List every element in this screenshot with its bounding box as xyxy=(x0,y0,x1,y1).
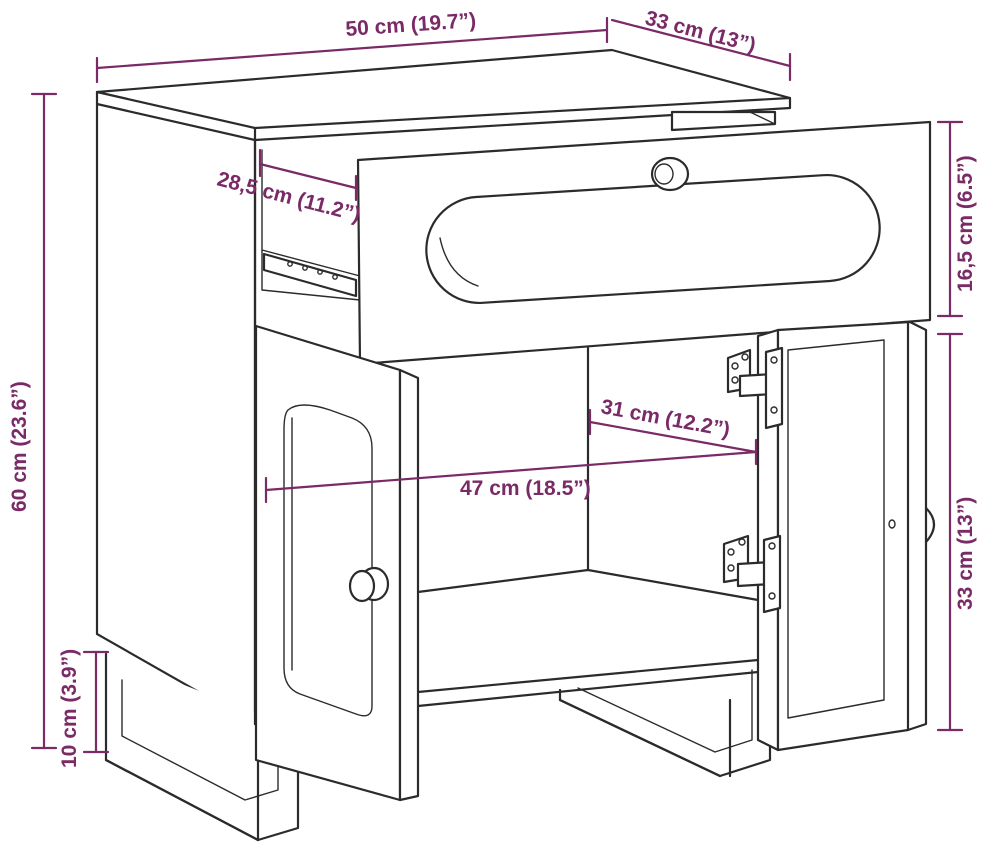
drawer-panel-inner-edge xyxy=(439,237,479,287)
cabinet-top xyxy=(95,48,792,142)
right-door-knob xyxy=(924,506,936,544)
bottom-hinge xyxy=(722,534,782,614)
top-hinge xyxy=(726,346,784,430)
cabinet-height-label: 33 cm (13”) xyxy=(954,497,977,610)
leg-height-label: 10 cm (3.9”) xyxy=(58,649,81,768)
right-door-rattan-panel xyxy=(787,339,885,719)
total-height-label: 60 cm (23.6”) xyxy=(8,381,31,512)
inner-width-label: 47 cm (18.5”) xyxy=(460,477,591,500)
width-dimension-line xyxy=(95,28,609,70)
drawer xyxy=(356,110,932,366)
cabinet-illustration xyxy=(95,48,936,842)
left-door-rattan-panel xyxy=(283,404,373,717)
depth-label: 33 cm (13”) xyxy=(643,7,758,58)
width-label: 50 cm (19.7”) xyxy=(345,9,477,41)
inner-width-dimension-line xyxy=(264,450,758,492)
drawer-height-label: 16,5 cm (6.5”) xyxy=(954,155,977,292)
drawer-slide-rail xyxy=(262,252,358,298)
dimension-lines xyxy=(30,16,964,754)
cabinet-interior xyxy=(416,346,760,708)
left-door xyxy=(254,324,420,802)
drawer-depth-dimension-line xyxy=(258,162,358,190)
drawer-knob xyxy=(650,156,690,192)
drawer-rattan-panel xyxy=(425,173,881,305)
cabinet-side-panel xyxy=(95,102,257,726)
right-door-hole xyxy=(888,519,896,529)
left-door-knob xyxy=(348,566,390,603)
right-door xyxy=(756,320,936,752)
front-leg-frame xyxy=(104,652,300,842)
inner-depth-dimension-line xyxy=(588,420,758,454)
depth-dimension-line xyxy=(610,18,792,68)
